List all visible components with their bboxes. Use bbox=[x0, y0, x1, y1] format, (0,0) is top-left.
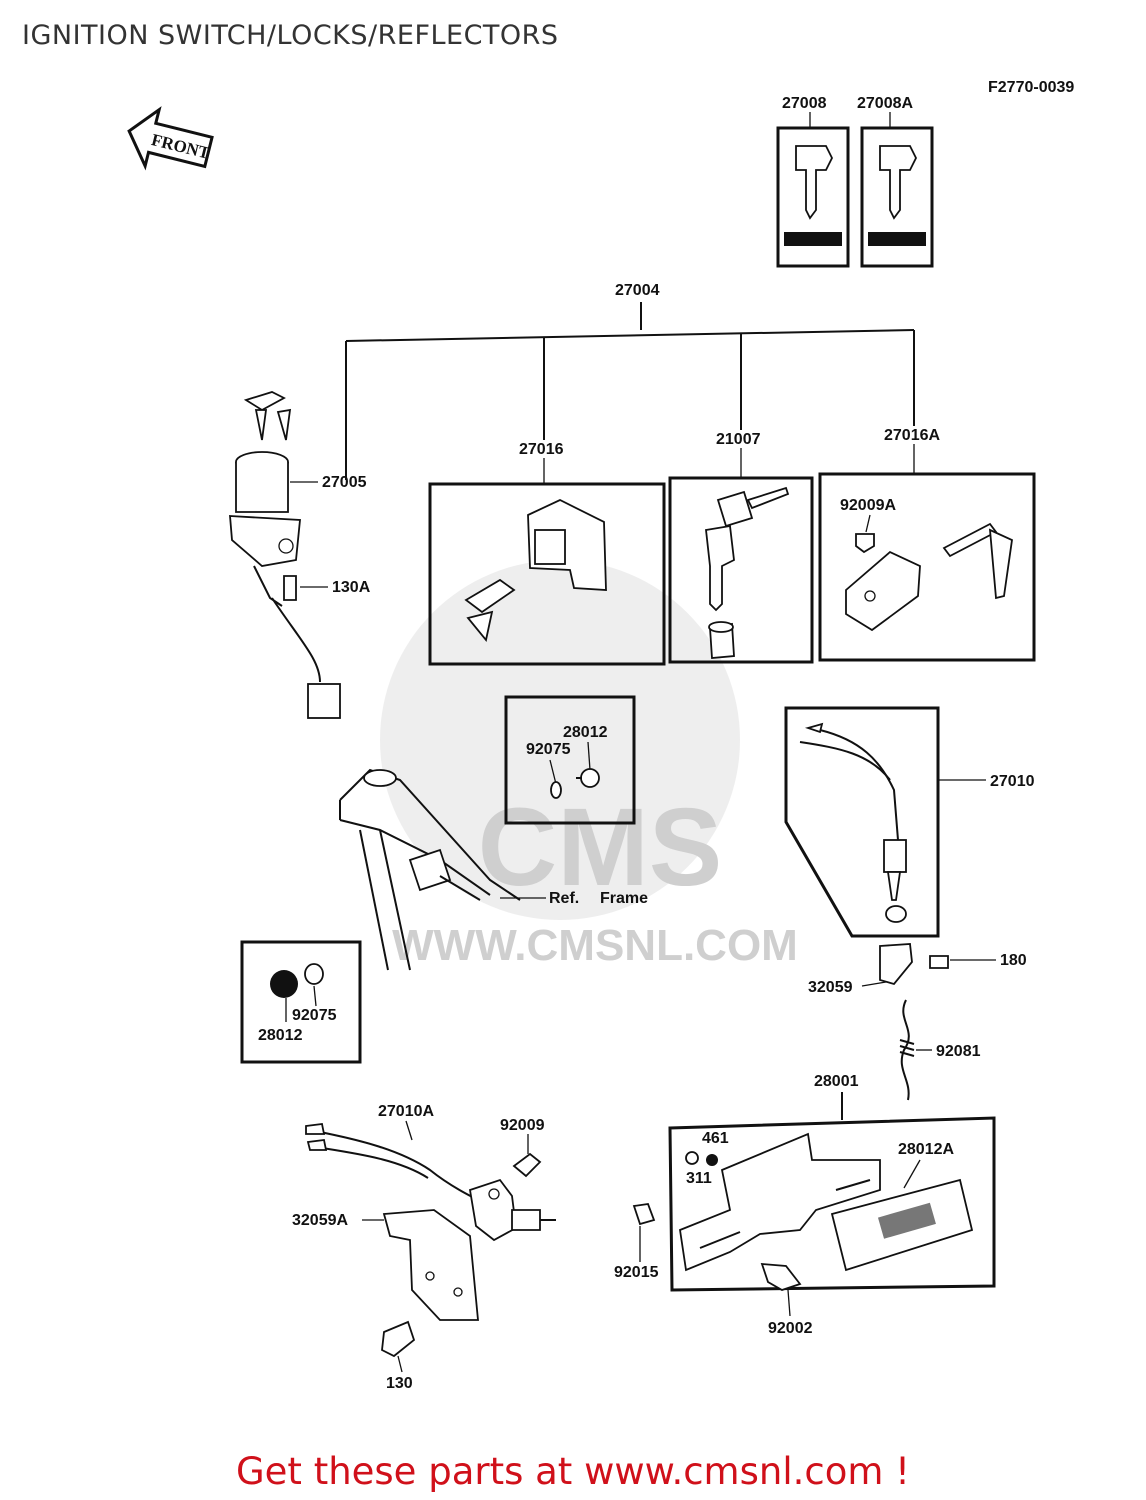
label-92075-left: 92075 bbox=[292, 1007, 337, 1024]
watermark: CMS WWW.CMSNL.COM bbox=[380, 560, 798, 970]
part-group-28012-left: 92075 28012 bbox=[240, 940, 362, 1064]
label-28012A: 28012A bbox=[898, 1141, 954, 1158]
key-icon bbox=[784, 145, 842, 246]
part-group-28001: 28001 461 311 28012A 92015 92002 bbox=[614, 1073, 996, 1337]
label-28012-left: 28012 bbox=[258, 1027, 303, 1044]
ignition-switch-27005: 27005 130A bbox=[229, 391, 371, 719]
label-27004: 27004 bbox=[615, 282, 660, 299]
label-27008: 27008 bbox=[782, 95, 827, 112]
key-cards: 27008 27008A bbox=[776, 95, 934, 268]
part-group-27010A: 27010A 92009 32059A 130 bbox=[292, 1103, 556, 1392]
watermark-url: WWW.CMSNL.COM bbox=[392, 921, 798, 970]
figure-code: F2770-0039 bbox=[988, 79, 1074, 96]
set-bracket-27004: 27004 bbox=[345, 282, 915, 480]
label-92009A: 92009A bbox=[840, 497, 896, 514]
label-130A: 130A bbox=[332, 579, 371, 596]
label-92009: 92009 bbox=[500, 1117, 545, 1134]
part-group-27010: 27010 bbox=[784, 706, 1035, 938]
label-27016: 27016 bbox=[519, 441, 564, 458]
label-311: 311 bbox=[686, 1170, 712, 1187]
part-group-28012-upper: 28012 92075 bbox=[504, 695, 636, 825]
part-group-21007: 21007 bbox=[668, 431, 814, 664]
promo-link[interactable]: Get these parts at www.cmsnl.com ! bbox=[235, 1450, 910, 1493]
label-27005: 27005 bbox=[322, 474, 367, 491]
parts-diagram: CMS WWW.CMSNL.COM F2770-0039 FRONT 27008… bbox=[127, 79, 1074, 1392]
label-27010A: 27010A bbox=[378, 1103, 434, 1120]
page-title: IGNITION SWITCH/LOCKS/REFLECTORS bbox=[22, 20, 559, 51]
label-32059: 32059 bbox=[808, 979, 853, 996]
label-21007: 21007 bbox=[716, 431, 761, 448]
key-icon bbox=[868, 145, 926, 246]
label-461: 461 bbox=[702, 1130, 729, 1147]
label-32059A: 32059A bbox=[292, 1212, 348, 1229]
label-92075-upper: 92075 bbox=[526, 741, 571, 758]
label-frame: Frame bbox=[600, 890, 648, 907]
watermark-brand: CMS bbox=[478, 786, 722, 909]
label-130: 130 bbox=[386, 1375, 413, 1392]
label-27008A: 27008A bbox=[857, 95, 913, 112]
label-92015: 92015 bbox=[614, 1264, 659, 1281]
label-92002: 92002 bbox=[768, 1320, 813, 1337]
label-27010: 27010 bbox=[990, 773, 1035, 790]
label-27016A: 27016A bbox=[884, 427, 940, 444]
label-28001: 28001 bbox=[814, 1073, 859, 1090]
frame-reference: Ref. Frame bbox=[339, 768, 648, 971]
label-92081: 92081 bbox=[936, 1043, 981, 1060]
label-ref: Ref. bbox=[549, 890, 579, 907]
label-28012-upper: 28012 bbox=[563, 724, 608, 741]
part-group-27016A: 27016A 92009A bbox=[818, 427, 1036, 662]
front-arrow-icon: FRONT bbox=[127, 106, 214, 171]
bracket-spring-parts: 180 32059 92081 bbox=[808, 943, 1027, 1101]
label-180: 180 bbox=[1000, 952, 1027, 969]
part-group-27016: 27016 bbox=[428, 441, 666, 666]
